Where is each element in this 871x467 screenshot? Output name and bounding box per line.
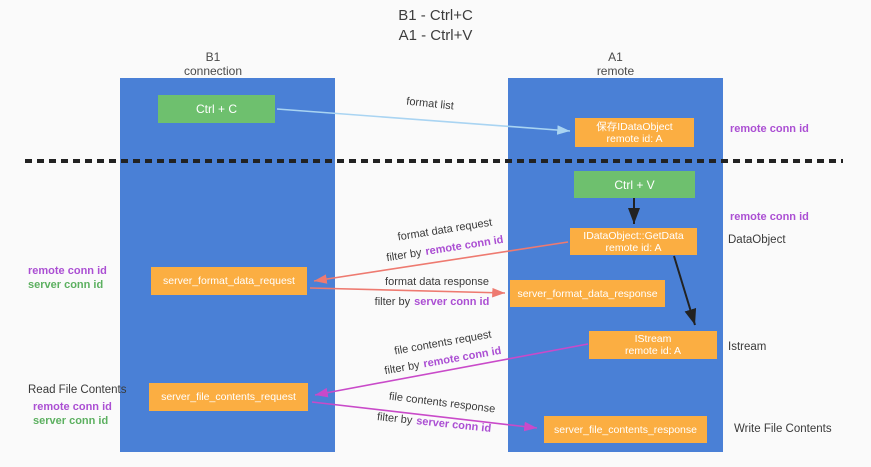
annotation-remote-conn-id-mid-right: remote conn id [730, 211, 809, 223]
title-line-1: B1 - Ctrl+C [398, 7, 473, 24]
server-conn-id-text: server conn id [414, 296, 490, 308]
node-istream-line2: remote id: A [624, 345, 682, 357]
diagram-title: B1 - Ctrl+C A1 - Ctrl+V [0, 6, 871, 46]
session-divider-dashed-line [25, 159, 843, 163]
label-format-list: format list [405, 95, 455, 113]
node-server-format-data-response: server_format_data_response [510, 280, 665, 307]
lane-b1-role: connection [183, 64, 243, 78]
annotation-read-file-contents: Read File Contents [28, 384, 127, 396]
annotation-remote-conn-id-left-2: remote conn id [33, 401, 112, 413]
lane-a1-name: A1 [608, 50, 623, 64]
node-idataobject-getdata-line2: remote id: A [605, 241, 662, 254]
node-server-file-contents-response: server_file_contents_response [544, 416, 707, 443]
node-save-dataobject: 保存IDataObject remote id: A [575, 118, 694, 147]
annotation-istream: Istream [728, 341, 767, 353]
node-server-file-contents-request: server_file_contents_request [149, 383, 308, 411]
annotation-write-file-contents: Write File Contents [734, 423, 832, 435]
annotation-server-conn-id-left-2: server conn id [33, 415, 109, 427]
lane-header-a1: A1 remote [508, 50, 723, 78]
filter-by-text: filter by [374, 296, 411, 308]
node-server-format-data-request: server_format_data_request [151, 267, 307, 295]
annotation-server-conn-id-left-1: server conn id [28, 279, 104, 291]
server-conn-id-text: server conn id [415, 415, 492, 435]
node-idataobject-getdata-line1: IDataObject::GetData [583, 229, 684, 242]
node-ctrl-c: Ctrl + C [158, 95, 275, 123]
lane-a1-role: remote [596, 64, 635, 78]
node-idataobject-getdata: IDataObject::GetData remote id: A [570, 228, 697, 255]
title-line-2: A1 - Ctrl+V [398, 27, 473, 44]
node-save-dataobject-line2: remote id: A [606, 132, 663, 145]
annotation-dataobject: DataObject [728, 234, 786, 246]
filter-by-text: filter by [385, 246, 423, 265]
node-istream-line1: IStream [634, 333, 672, 345]
node-save-dataobject-line1: 保存IDataObject [596, 120, 673, 133]
annotation-remote-conn-id-top-right: remote conn id [730, 123, 809, 135]
annotation-remote-conn-id-left-1: remote conn id [28, 265, 107, 277]
filter-by-text: filter by [383, 359, 421, 378]
lane-header-b1: B1 connection [105, 50, 321, 78]
node-istream: IStream remote id: A [589, 331, 717, 359]
filter-by-text: filter by [376, 411, 413, 427]
node-ctrl-v: Ctrl + V [574, 171, 695, 198]
lane-b1-name: B1 [205, 50, 221, 64]
label-format-data-response: format data response [385, 276, 489, 288]
